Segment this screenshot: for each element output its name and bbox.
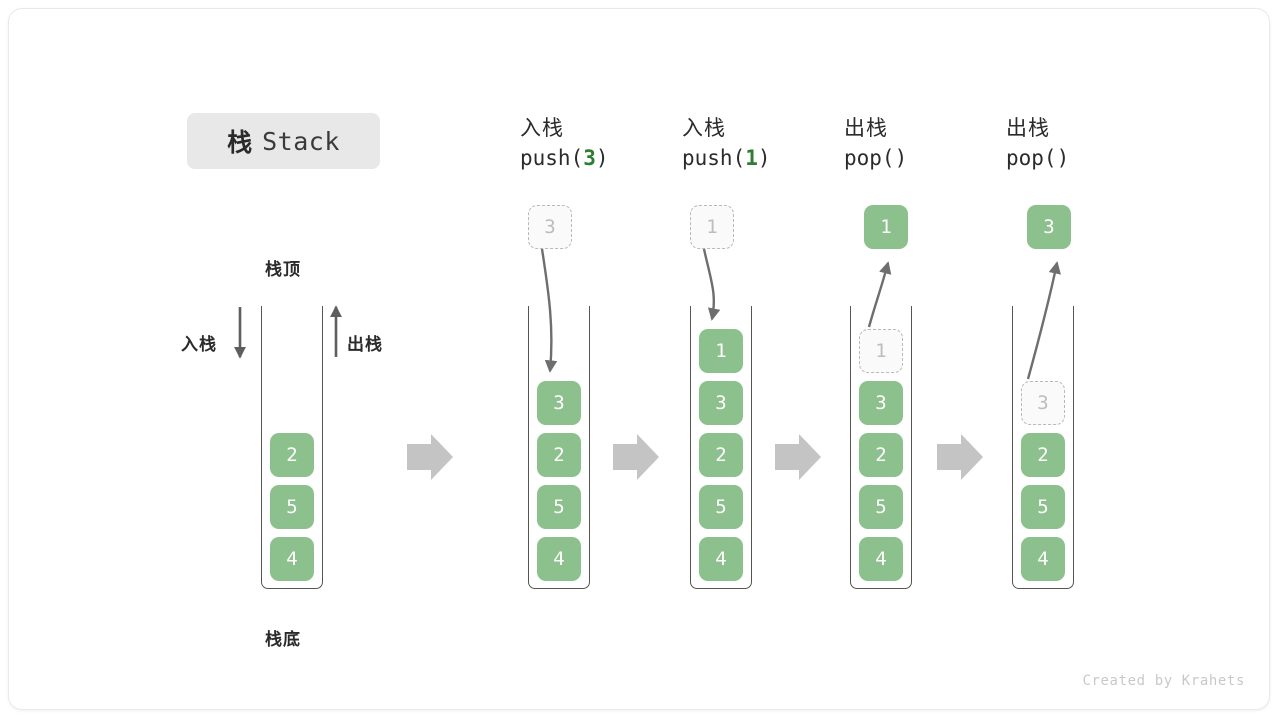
code-arg: 1: [745, 146, 758, 170]
stack-cell: 2: [1021, 433, 1065, 477]
stack-cell: 3: [699, 381, 743, 425]
stack-cell: 4: [859, 537, 903, 581]
stack-cell: 1: [699, 329, 743, 373]
diagram-stage: 栈 Stack 栈顶 入栈 出栈 2 5 4 栈底 入栈 push(3) 3 3…: [9, 9, 1269, 709]
column-label-push-3: 入栈 push(3): [520, 115, 609, 173]
floating-cell: 1: [690, 205, 734, 249]
column-code-label: push(1): [682, 143, 771, 173]
stack-cell-removed: 3: [1021, 381, 1065, 425]
code-suffix: ): [595, 146, 609, 170]
stack-tube: [261, 306, 323, 589]
stack-cell: 2: [859, 433, 903, 477]
stack-cell: 2: [537, 433, 581, 477]
column-op-label: 出栈: [1006, 117, 1050, 140]
stack-cell: 4: [270, 537, 314, 581]
title-badge: 栈 Stack: [187, 113, 380, 169]
stack-tube: [528, 306, 590, 589]
column-label-pop-1: 出栈 pop(): [844, 115, 907, 173]
stack-cell: 5: [859, 485, 903, 529]
push-direction-label: 入栈: [181, 335, 217, 354]
column-code-label: pop(): [844, 143, 907, 173]
stack-cell: 5: [699, 485, 743, 529]
stack-cell: 4: [699, 537, 743, 581]
column-op-label: 入栈: [520, 117, 564, 140]
stack-tube: [690, 306, 752, 589]
title-en: Stack: [262, 126, 340, 156]
code-suffix: ): [894, 146, 908, 170]
floating-cell: 1: [864, 205, 908, 249]
code-arg: 3: [583, 146, 596, 170]
column-op-label: 入栈: [682, 117, 726, 140]
code-suffix: ): [757, 146, 771, 170]
stack-cell: 5: [1021, 485, 1065, 529]
stage-block-arrow-icon: [937, 434, 983, 480]
stage-block-arrow-icon: [775, 434, 821, 480]
stack-cell: 4: [537, 537, 581, 581]
stack-bottom-label: 栈底: [265, 630, 301, 649]
stack-cell: 3: [537, 381, 581, 425]
floating-cell: 3: [528, 205, 572, 249]
stack-cell: 2: [699, 433, 743, 477]
code-prefix: push(: [520, 146, 584, 170]
stack-cell: 4: [1021, 537, 1065, 581]
stack-cell: 5: [537, 485, 581, 529]
column-label-pop-3: 出栈 pop(): [1006, 115, 1069, 173]
column-code-label: push(3): [520, 143, 609, 173]
code-suffix: ): [1056, 146, 1070, 170]
stack-cell: 5: [270, 485, 314, 529]
stack-tube: [1012, 306, 1074, 589]
diagram-card: 栈 Stack 栈顶 入栈 出栈 2 5 4 栈底 入栈 push(3) 3 3…: [8, 8, 1270, 710]
pop-direction-label: 出栈: [347, 335, 383, 354]
stage-block-arrow-icon: [407, 434, 453, 480]
stage-block-arrow-icon: [613, 434, 659, 480]
code-prefix: pop(: [844, 146, 895, 170]
floating-cell: 3: [1027, 205, 1071, 249]
stack-cell: 3: [859, 381, 903, 425]
stack-cell: 2: [270, 433, 314, 477]
column-label-push-1: 入栈 push(1): [682, 115, 771, 173]
column-code-label: pop(): [1006, 143, 1069, 173]
stack-top-label: 栈顶: [265, 260, 301, 279]
column-op-label: 出栈: [844, 117, 888, 140]
stack-cell-removed: 1: [859, 329, 903, 373]
title-cn: 栈: [227, 129, 254, 157]
code-prefix: push(: [682, 146, 746, 170]
stack-tube: [850, 306, 912, 589]
footer-credit: Created by Krahets: [1082, 673, 1245, 689]
code-prefix: pop(: [1006, 146, 1057, 170]
